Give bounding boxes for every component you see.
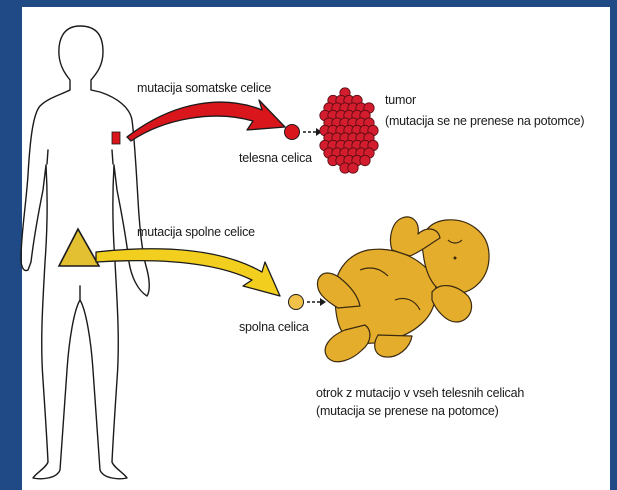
body-cell-icon — [285, 125, 300, 140]
tumor-note-label: (mutacija se ne prenese na potomce) — [385, 114, 584, 128]
body-cell-label: telesna celica — [239, 151, 312, 165]
tumor-label: tumor — [385, 93, 416, 107]
child-label: otrok z mutacijo v vseh telesnih celicah — [316, 386, 524, 400]
sex-cell-label: spolna celica — [239, 320, 309, 334]
sex-cell-icon — [289, 295, 304, 310]
germline-mutation-label: mutacija spolne celice — [137, 225, 255, 239]
sex-cell-to-child-arrow-icon — [307, 298, 326, 306]
yellow-triangle-marker-icon — [59, 229, 99, 266]
baby-figure-icon — [317, 217, 489, 362]
red-square-marker-icon — [112, 132, 120, 144]
tumor-cluster-icon — [320, 88, 378, 173]
somatic-mutation-label: mutacija somatske celice — [137, 81, 271, 95]
somatic-arrow-icon — [127, 100, 285, 141]
body-to-tumor-arrow-icon — [303, 128, 322, 136]
germline-arrow-icon — [96, 249, 280, 296]
tumor-cell — [348, 163, 358, 173]
tumor-cell — [360, 155, 370, 165]
child-note-label: (mutacija se prenese na potomce) — [316, 404, 499, 418]
